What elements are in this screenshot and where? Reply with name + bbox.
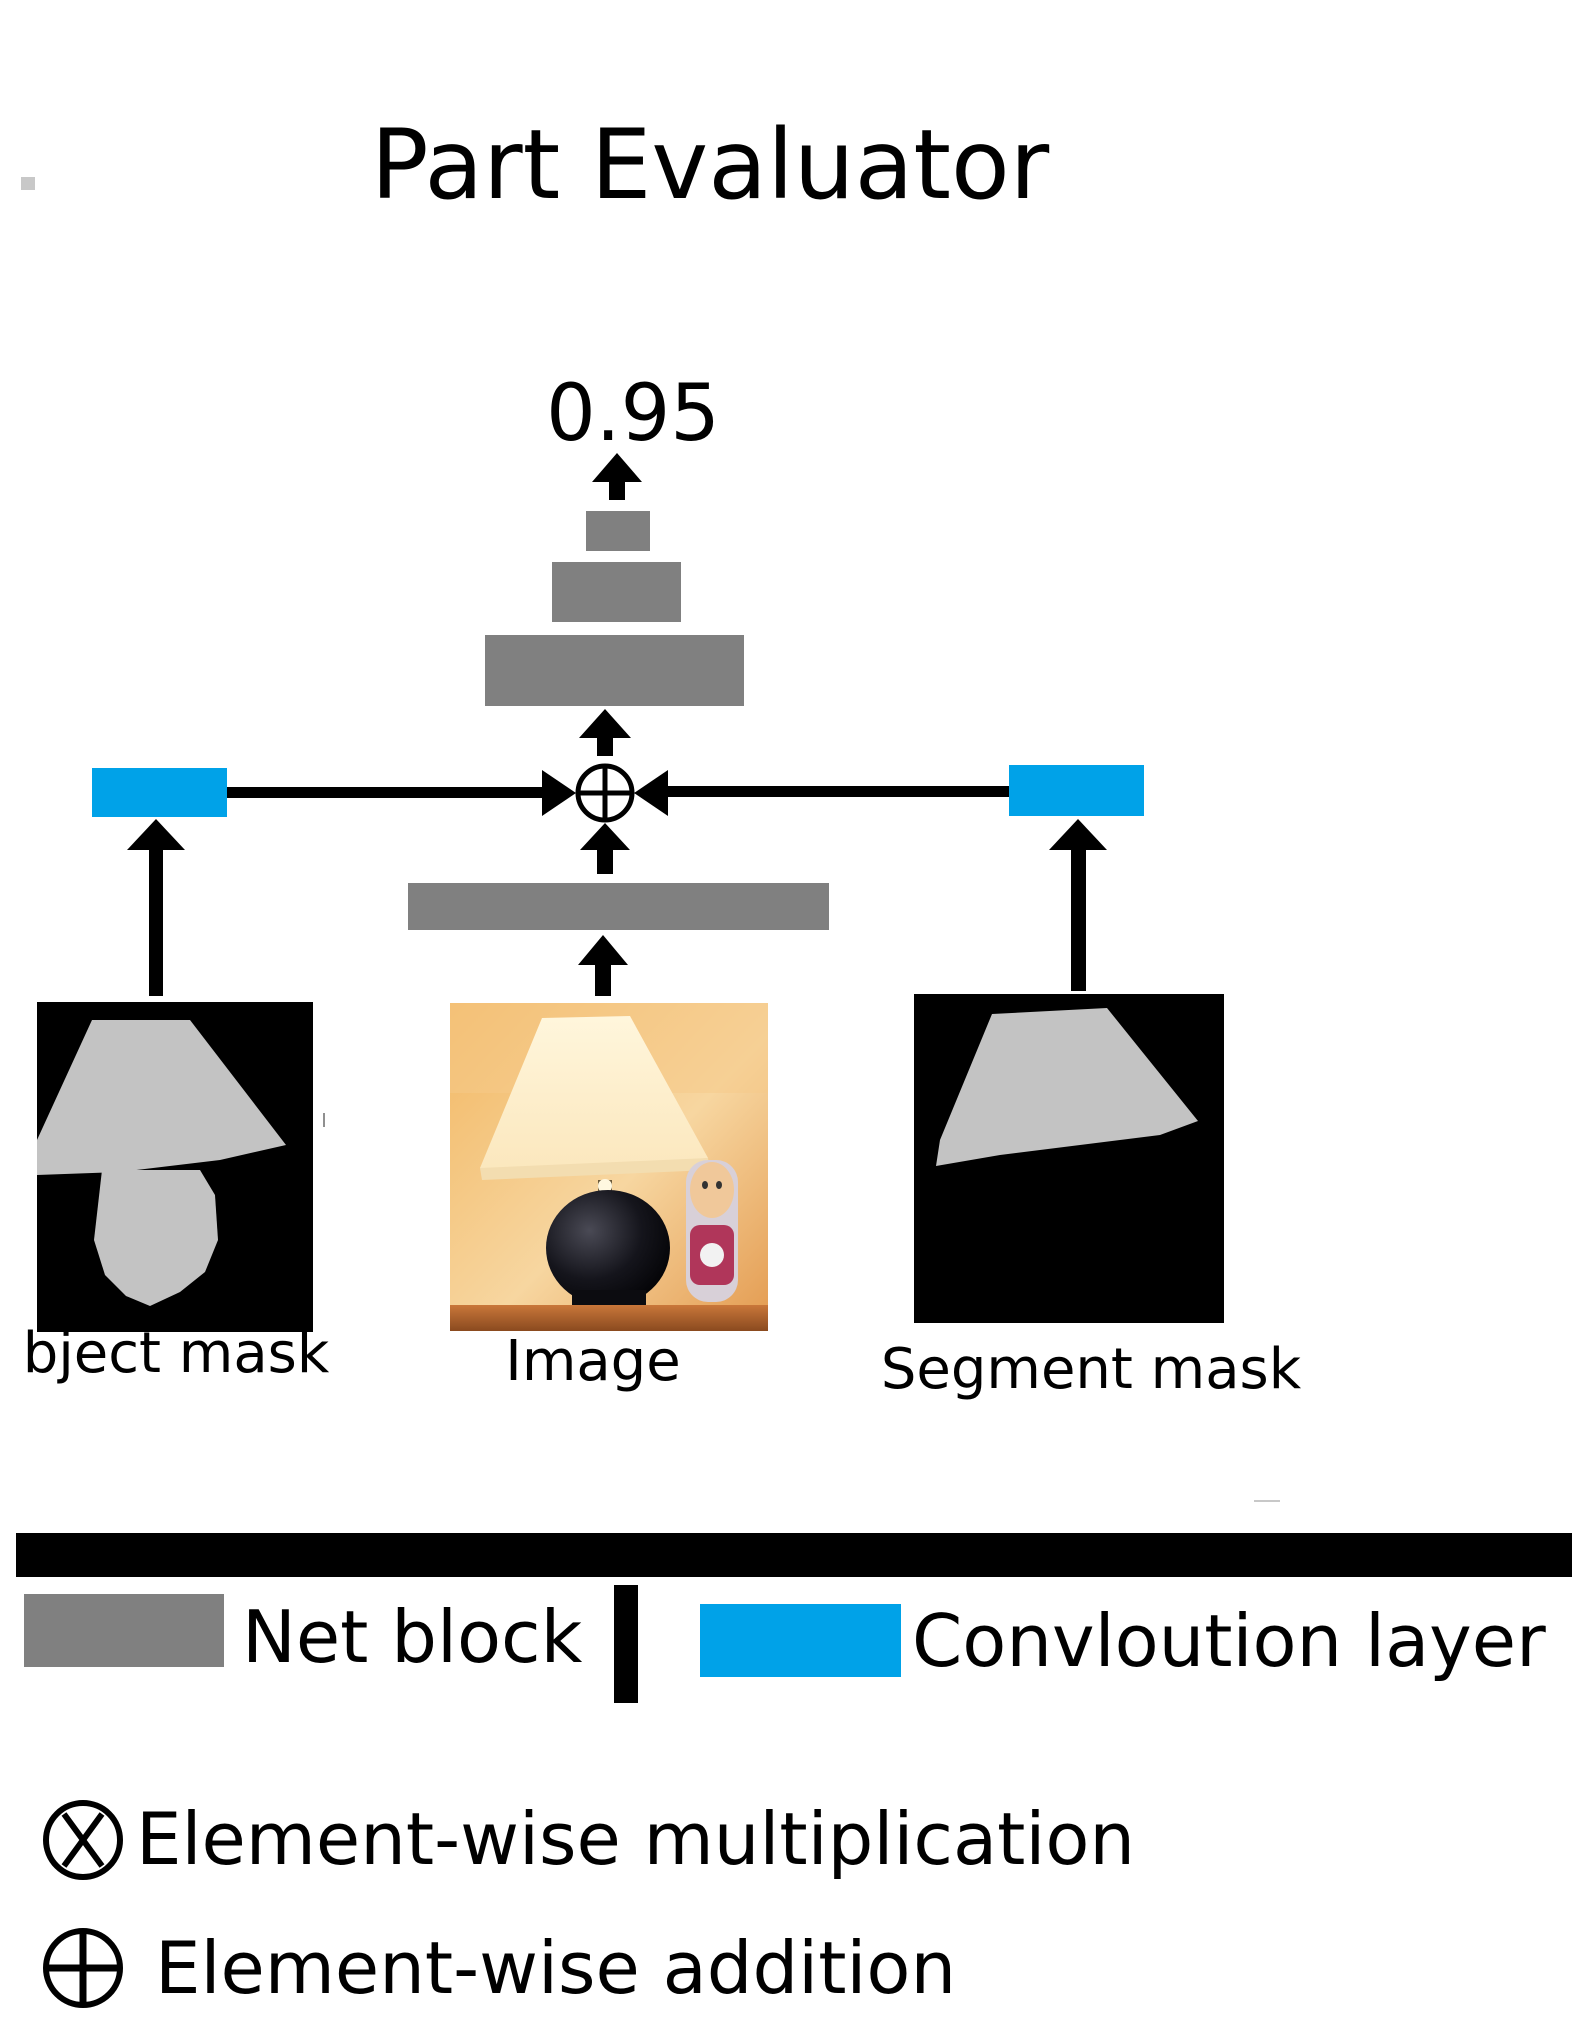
legend-conv-layer-swatch	[700, 1604, 901, 1677]
net-block-middle	[552, 562, 681, 622]
circled-times-icon	[43, 1800, 123, 1880]
legend-multiplication-label: Element-wise multiplication	[136, 1797, 1135, 1881]
image-net-to-addition-arrow	[580, 823, 630, 874]
net-block-top	[586, 511, 650, 551]
legend-divider	[614, 1585, 638, 1703]
object-mask-to-conv-arrow	[127, 819, 185, 996]
stray-mark	[1254, 1500, 1280, 1502]
object-mask-image	[37, 1002, 313, 1332]
legend-conv-layer-label: Convloution layer	[912, 1599, 1546, 1683]
stray-mark	[323, 1113, 325, 1127]
circled-plus-icon	[43, 1928, 123, 2008]
addition-operator-icon	[575, 763, 635, 823]
addition-to-net-arrow	[579, 709, 631, 756]
object-mask-label: bject mask	[23, 1321, 330, 1386]
segment-mask-image	[914, 994, 1224, 1323]
output-score: 0.95	[546, 369, 720, 459]
output-arrow	[592, 453, 642, 500]
right-conv-to-addition-arrow	[634, 770, 1009, 816]
legend-addition-label: Element-wise addition	[155, 1926, 956, 2010]
net-block-bottom	[485, 635, 744, 706]
legend-net-block-label: Net block	[242, 1595, 583, 1679]
legend-net-block-swatch	[24, 1594, 224, 1667]
image-net-block	[408, 883, 829, 930]
left-conv-to-addition-arrow	[227, 770, 576, 816]
legend-separator	[16, 1533, 1572, 1577]
segment-mask-to-conv-arrow	[1049, 819, 1107, 991]
diagram-title: Part Evaluator	[371, 109, 1050, 221]
stray-mark	[21, 177, 35, 190]
image-label: Image	[505, 1329, 680, 1394]
conv-layer-right	[1009, 765, 1144, 816]
segment-mask-label: Segment mask	[881, 1337, 1302, 1402]
lamp-photo	[450, 1003, 768, 1331]
conv-layer-left	[92, 768, 227, 817]
image-to-net-arrow	[578, 935, 628, 996]
